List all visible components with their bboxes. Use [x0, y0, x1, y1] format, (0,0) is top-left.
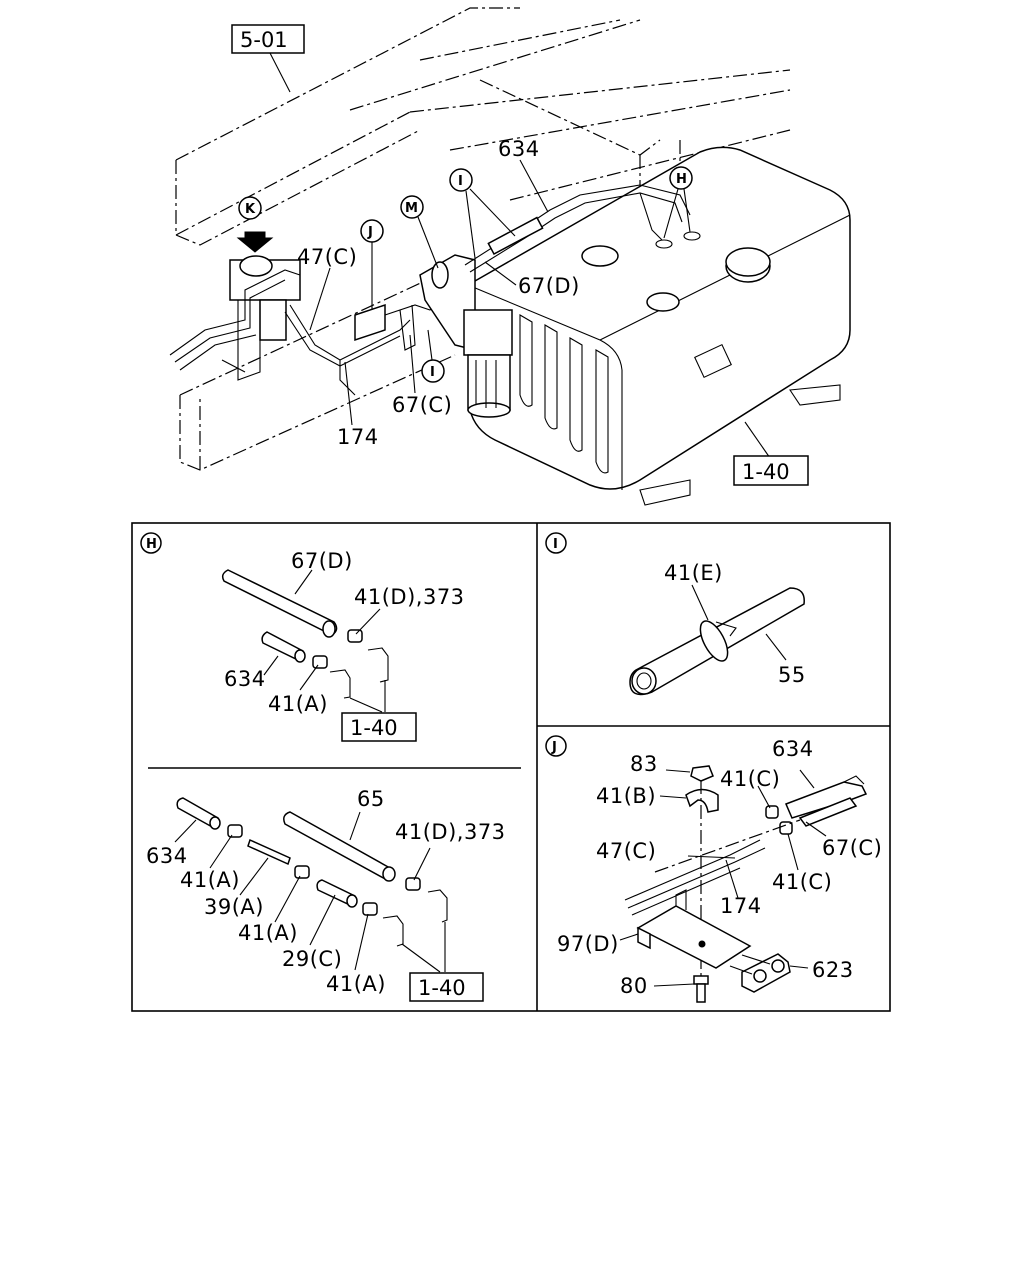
- label-67d-main: 67(D): [518, 274, 580, 298]
- ref-box-5-01-label: 5-01: [240, 28, 288, 52]
- panel-h: H 1-40 67(D) 41(D),373: [140, 532, 506, 1002]
- clamp-icon: [227, 824, 421, 916]
- panel-h-bottom: 1-40 65 41(D),373 634 41(A) 39(A) 41(A) …: [146, 787, 506, 1002]
- label-634-main: 634: [498, 137, 540, 161]
- callout-i-top[interactable]: I: [449, 168, 516, 259]
- panel-i: I 41(E) 55: [545, 532, 806, 696]
- fuel-pipes-left: [169, 269, 411, 396]
- hose-634: [464, 184, 701, 273]
- fuel-filter-left: [221, 255, 301, 381]
- panel-j-label-83: 83: [630, 752, 658, 776]
- callout-i-mid-label: I: [430, 365, 435, 380]
- panel-j-label-634: 634: [772, 737, 814, 761]
- clamp-icon: [765, 805, 793, 835]
- callout-i-mid[interactable]: I: [421, 329, 445, 383]
- panel-h-top-ref: 1-40: [350, 716, 398, 740]
- panel-j-label-41c-top: 41(C): [720, 767, 780, 791]
- ref-box-1-40-main[interactable]: 1-40: [733, 455, 809, 486]
- callout-j-main-label: J: [367, 225, 373, 240]
- panel-j-label-97d: 97(D): [557, 932, 619, 956]
- label-174-main: 174: [337, 425, 379, 449]
- fuel-filter-center: [419, 254, 513, 418]
- panel-h-label-634-bottom: 634: [146, 844, 188, 868]
- panel-h-label-41d-top: 41(D),373: [354, 585, 465, 609]
- nut-83: [690, 765, 714, 782]
- hose-634-67c: [785, 775, 868, 827]
- callout-h-main[interactable]: H: [663, 166, 693, 239]
- panel-j-label-41c-bottom: 41(C): [772, 870, 832, 894]
- clip-41b: [685, 788, 719, 813]
- clamp-icon: [312, 629, 363, 669]
- fuel-tank: [467, 146, 851, 506]
- panel-j-label-67c: 67(C): [822, 836, 882, 860]
- callout-j-main[interactable]: J: [360, 219, 384, 310]
- label-47c-main: 47(C): [297, 245, 357, 269]
- bolt-80: [693, 975, 709, 1003]
- panel-j-label-623: 623: [812, 958, 854, 982]
- panel-j-tag: J: [551, 740, 557, 755]
- detail-panels: [131, 522, 891, 1012]
- panel-h-label-41a-1: 41(A): [180, 868, 240, 892]
- panel-h-tag: H: [146, 537, 157, 552]
- panel-j-label-80: 80: [620, 974, 648, 998]
- panel-j-label-47c: 47(C): [596, 839, 656, 863]
- panel-j-label-41b: 41(B): [596, 784, 656, 808]
- panel-h-bottom-ref: 1-40: [418, 976, 466, 1000]
- main-assembly-view: 5-01 1-40: [169, 7, 851, 506]
- ref-box-5-01[interactable]: 5-01: [231, 24, 305, 93]
- bracket-97d: [636, 889, 752, 969]
- panel-i-tag: I: [553, 537, 558, 552]
- hose-clamp-41e: [699, 620, 737, 662]
- panel-h-label-29c: 29(C): [282, 947, 342, 971]
- panel-h-label-41a-top: 41(A): [268, 692, 328, 716]
- panel-j-label-174: 174: [720, 894, 762, 918]
- callout-m-label: M: [405, 201, 418, 216]
- panel-h-label-41a-3: 41(A): [326, 972, 386, 996]
- callout-i-top-label: I: [458, 174, 463, 189]
- panel-h-top: 1-40 67(D) 41(D),373 634 41(A): [221, 549, 465, 742]
- callout-m[interactable]: M: [400, 195, 439, 269]
- panel-h-label-67d: 67(D): [291, 549, 353, 573]
- plate-623: [729, 953, 791, 993]
- panel-h-label-39a: 39(A): [204, 895, 264, 919]
- ref-box-1-40-main-label: 1-40: [742, 460, 790, 484]
- callout-h-main-label: H: [676, 172, 687, 187]
- panel-j: J: [545, 735, 882, 1003]
- label-67c-main: 67(C): [392, 393, 452, 417]
- panel-h-label-41a-2: 41(A): [238, 921, 298, 945]
- callout-k-label: K: [245, 202, 256, 217]
- panel-h-label-65: 65: [357, 787, 385, 811]
- callout-k[interactable]: K: [238, 196, 262, 220]
- panel-i-label-41e: 41(E): [664, 561, 723, 585]
- panel-h-label-41d-bottom: 41(D),373: [395, 820, 506, 844]
- panel-i-label-55: 55: [778, 663, 806, 687]
- panel-h-label-634-top: 634: [224, 667, 266, 691]
- k-arrow-icon: [236, 231, 274, 253]
